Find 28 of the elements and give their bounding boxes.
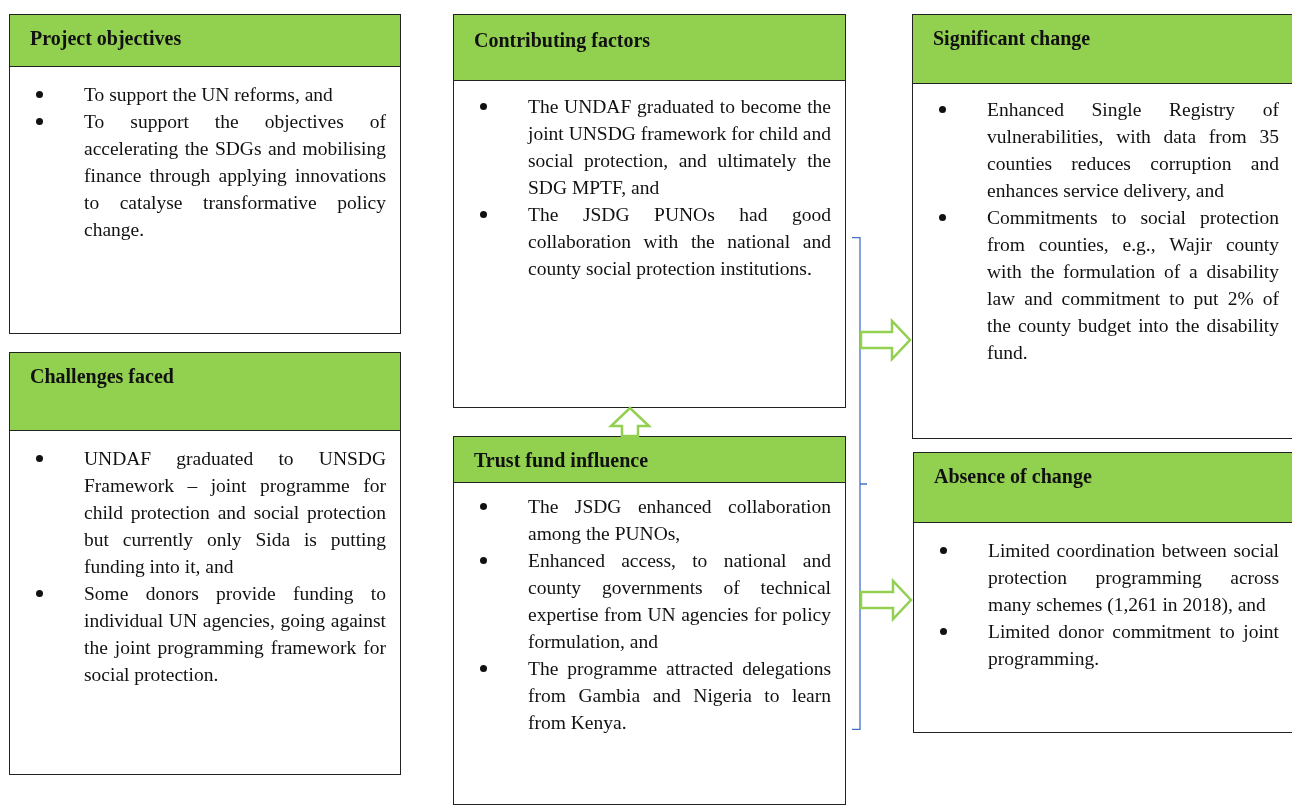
bullet-text: Limited donor commitment to joint programming. [988, 620, 1279, 671]
bullet-text: Enhanced Single Registry of vulnerabilities, with data from 35 counties reduces corruption and enhances service delivery, and [987, 98, 1279, 203]
block-arrow [859, 577, 913, 623]
heading: Absence of change [934, 465, 1092, 487]
heading: Challenges faced [30, 365, 174, 387]
bullet-text: Commitments to social protection from counties, e.g., Wajir county with the formulation of a disability law and commitment to put 2% of the county budget into the disability fund. [987, 206, 1279, 365]
bullet-text: The JSDG PUNOs had good collaboration with the national and county social protection institutions. [528, 203, 831, 281]
text-box [453, 436, 846, 805]
block-arrow [607, 406, 653, 438]
bullet-text: Some donors provide funding to individual UN agencies, going against the joint programming framework for social protection. [84, 582, 386, 687]
bullet-text: To support the UN reforms, and [84, 83, 334, 107]
block-arrow [859, 317, 912, 363]
bullet-text: Limited coordination between social protection programming across many schemes (1,261 in 2018), and [988, 539, 1279, 617]
bullet-text: The JSDG enhanced collaboration among the PUNOs, [528, 495, 831, 546]
text-box [913, 452, 1292, 733]
bullet-text: UNDAF graduated to UNSDG Framework – joint programme for child protection and social protection but currently only Sida is putting funding into it, and [84, 447, 386, 579]
text-box [453, 14, 846, 408]
bullet-text: To support the objectives of accelerating the SDGs and mobilising finance through applying innovations to catalyse transformative policy change. [84, 110, 386, 242]
text-box [9, 14, 401, 334]
heading: Project objectives [30, 27, 182, 49]
heading: Trust fund influence [474, 449, 649, 471]
heading: Contributing factors [474, 29, 651, 51]
text-box [9, 352, 401, 775]
text-box [912, 14, 1292, 439]
bullet-text: The programme attracted delegations from Gambia and Nigeria to learn from Kenya. [528, 657, 831, 735]
heading: Significant change [933, 27, 1091, 49]
bullet-text: Enhanced access, to national and county governments of technical expertise from UN agencies for policy formulation, and [528, 549, 831, 654]
bullet-text: The UNDAF graduated to become the joint UNSDG framework for child and social protection, and ultimately the SDG MPTF, and [528, 95, 831, 200]
